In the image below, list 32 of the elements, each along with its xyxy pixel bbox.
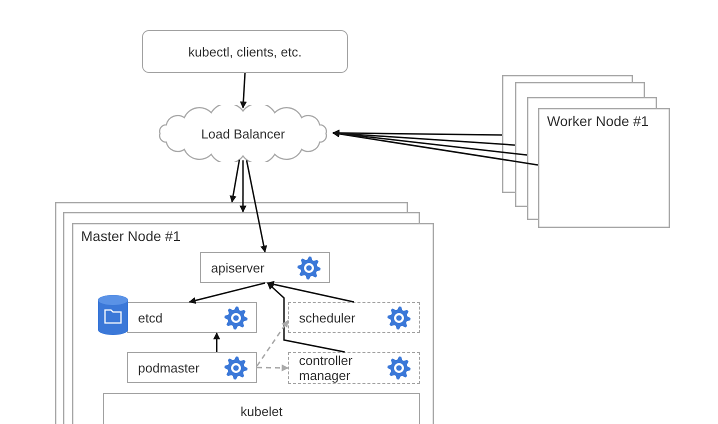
- component-label: apiserver: [211, 260, 266, 275]
- component-label: controller manager: [299, 353, 354, 383]
- arrow: [332, 130, 515, 146]
- component-label: kubelet: [240, 404, 284, 419]
- arrow: [240, 72, 247, 109]
- client-box: [142, 30, 348, 73]
- component-label: podmaster: [138, 360, 200, 375]
- component-box: [288, 352, 420, 384]
- panel-heading: Worker Node #1: [547, 114, 649, 129]
- component-box: [127, 352, 257, 383]
- stacked-node-panels: [55, 202, 434, 424]
- arrow: [267, 282, 345, 353]
- arrow: [266, 280, 354, 303]
- arrow: [230, 160, 240, 203]
- box-label: kubectl, clients, etc.: [187, 44, 303, 59]
- arrow: [213, 332, 220, 352]
- arrow: [239, 160, 246, 213]
- arrow: [246, 160, 268, 253]
- component-box: [127, 302, 257, 333]
- component-label: etcd: [138, 310, 164, 325]
- arrow: [332, 130, 538, 166]
- component-box: [200, 252, 330, 283]
- panel-heading: Master Node #1: [81, 229, 181, 244]
- component-box: [288, 302, 420, 333]
- arrow: [256, 364, 289, 372]
- cloud-label: Load Balancer: [200, 126, 286, 141]
- arrow: [256, 320, 289, 366]
- arrow: [188, 282, 266, 304]
- arrow: [332, 130, 502, 136]
- stacked-node-panels: [502, 75, 670, 228]
- component-label: scheduler: [299, 310, 356, 325]
- component-box: [103, 393, 420, 424]
